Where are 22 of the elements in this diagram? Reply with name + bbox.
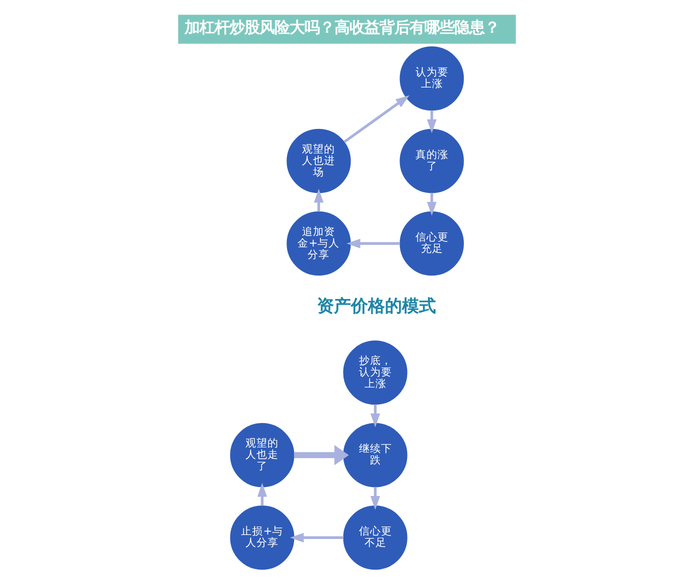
node-circle: 观望的人也走了 [230, 423, 294, 488]
arrow [426, 110, 436, 134]
node-circle: 信心更充足 [399, 211, 464, 276]
node-circle: 观望的人也进场 [286, 128, 350, 194]
node-circle: 继续下跌 [342, 423, 407, 488]
arrow [343, 95, 409, 144]
arrow [346, 238, 400, 248]
label: 资产价格的模式 [316, 296, 436, 316]
node-circle: 认为要上涨 [399, 46, 464, 111]
arrow [426, 192, 436, 216]
arrow [370, 486, 380, 510]
node-circle: 止损+与人分享 [230, 506, 294, 570]
diagram-title: 加杠杆炒股风险大吗？高收益背后有哪些隐患？ [184, 18, 499, 36]
node-circle: 信心更不足 [342, 506, 407, 570]
arrow [289, 532, 344, 542]
node-circle: 抄底，认为要上涨 [342, 340, 407, 405]
arrow [370, 404, 380, 428]
node-circle: 追加资金+与人分享 [286, 211, 350, 276]
arrow [256, 482, 267, 506]
arrow [294, 445, 348, 466]
node-circle: 真的涨了 [399, 128, 464, 194]
arrow [313, 188, 324, 212]
